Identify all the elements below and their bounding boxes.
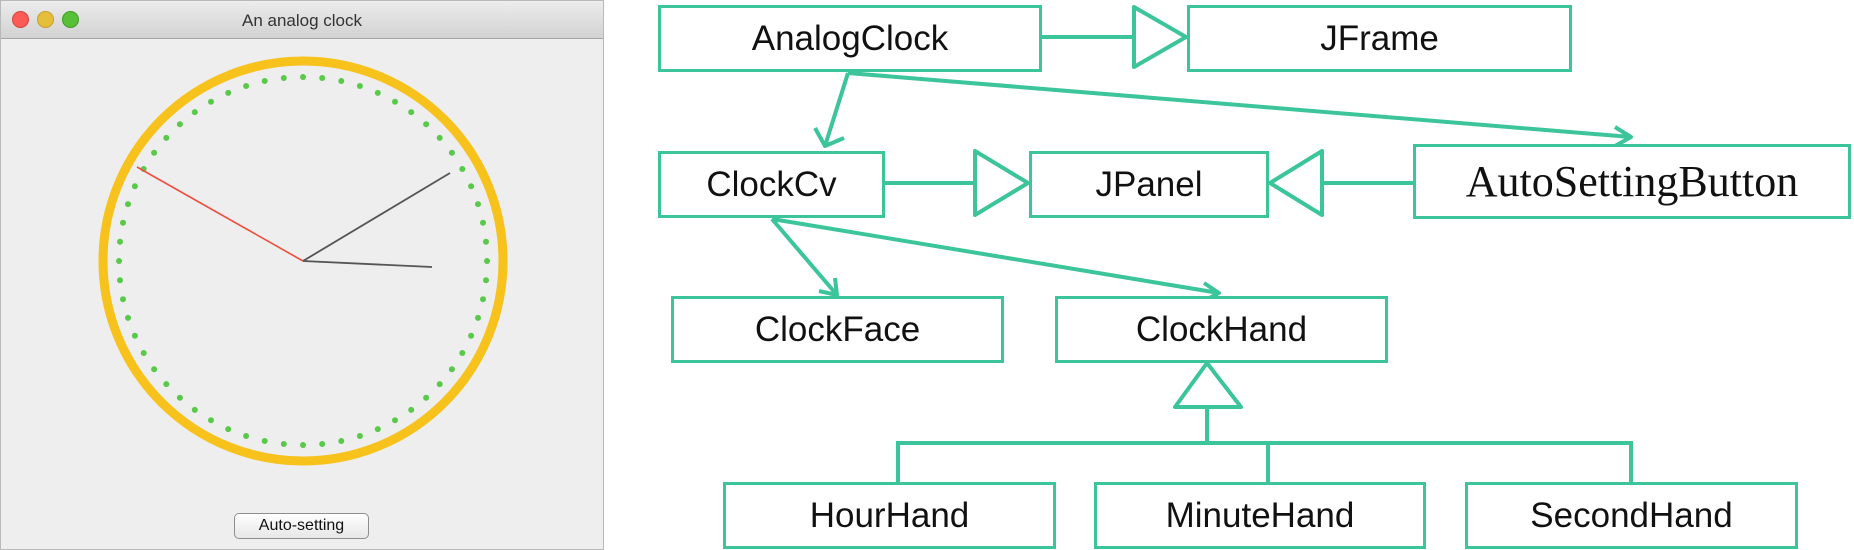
clock-tick-dots: [116, 74, 490, 448]
tick-dot: [448, 366, 455, 373]
zoom-window-button[interactable]: [62, 11, 79, 28]
tick-dot: [448, 149, 455, 156]
tick-dot: [176, 121, 183, 128]
tick-dot: [131, 183, 138, 190]
tick-dot: [475, 314, 481, 321]
class-hourhand: HourHand: [723, 482, 1056, 549]
tick-dot: [280, 441, 287, 447]
tick-dot: [392, 417, 398, 424]
tick-dot: [117, 238, 123, 245]
tick-dot: [356, 83, 363, 89]
clockcv-clockface-edge: [770, 217, 839, 297]
tick-dot: [392, 98, 398, 105]
tick-dot: [459, 166, 466, 172]
tick-dot: [151, 366, 158, 373]
second-hand: [136, 166, 304, 262]
tick-dot: [243, 433, 250, 439]
clockhand-inheritance-triangle: [1173, 361, 1243, 409]
tick-dot: [423, 394, 430, 401]
close-window-button[interactable]: [12, 11, 29, 28]
tick-dot: [483, 277, 489, 284]
hour-hand: [302, 260, 433, 268]
tick-dot: [120, 296, 126, 303]
auto-setting-button[interactable]: Auto-setting: [234, 513, 369, 539]
window-title: An analog clock: [241, 11, 363, 30]
class-autosettingbutton: AutoSettingButton: [1413, 144, 1851, 219]
tick-dot: [225, 89, 232, 96]
tick-dot: [338, 78, 345, 84]
analogclock-autosettingbutton-edge: [847, 71, 1632, 139]
tick-dot: [163, 134, 170, 141]
tick-dot: [208, 417, 214, 424]
tick-dot: [300, 442, 306, 448]
tick-dot: [117, 277, 123, 284]
tick-dot: [125, 201, 131, 208]
class-jpanel: JPanel: [1029, 151, 1269, 218]
window-titlebar: An analog clock: [1, 1, 603, 39]
tick-dot: [436, 381, 443, 388]
tick-dot: [319, 75, 326, 81]
tick-dot: [468, 183, 475, 190]
class-clockface: ClockFace: [671, 296, 1004, 363]
tick-dot: [140, 350, 147, 356]
tick-dot: [319, 441, 326, 447]
tick-dot: [208, 98, 214, 105]
autosettingbutton-arrowhead: [1613, 125, 1633, 148]
clockface-arrowhead: [818, 277, 839, 297]
tick-dot: [475, 201, 481, 208]
tick-dot: [484, 258, 490, 264]
jpanel-inheritance-triangle-left: [973, 149, 1030, 217]
jpanel-inheritance-triangle-right: [1268, 149, 1324, 217]
clock-canvas: [98, 56, 508, 466]
clock-ring: [98, 56, 508, 466]
tick-dot: [356, 433, 363, 439]
tick-dot: [468, 332, 475, 339]
tick-dot: [436, 134, 443, 141]
tick-dot: [120, 219, 126, 226]
tick-dot: [261, 78, 268, 84]
tick-dot: [131, 332, 138, 339]
tick-dot: [374, 426, 381, 433]
tick-dot: [225, 426, 232, 433]
class-minutehand: MinuteHand: [1094, 482, 1426, 549]
tick-dot: [261, 438, 268, 444]
clockcv-arrowhead: [813, 127, 845, 148]
tick-dot: [480, 296, 486, 303]
tick-dot: [408, 406, 415, 413]
analogclock-clockcv-edge: [823, 72, 850, 147]
tick-dot: [423, 121, 430, 128]
clockcv-clockhand-edge: [771, 217, 1220, 295]
tick-dot: [459, 350, 466, 356]
tick-dot: [338, 438, 345, 444]
tick-dot: [480, 219, 486, 226]
tick-dot: [125, 314, 131, 321]
tick-dot: [163, 381, 170, 388]
tick-dot: [483, 238, 489, 245]
class-clockhand: ClockHand: [1055, 296, 1388, 363]
tick-dot: [280, 75, 287, 81]
class-clockcv: ClockCv: [658, 151, 885, 218]
clock-window: An analog clock Auto-setting: [0, 0, 604, 550]
tick-dot: [176, 394, 183, 401]
class-secondhand: SecondHand: [1465, 482, 1798, 549]
class-analogclock: AnalogClock: [658, 5, 1042, 72]
tick-dot: [374, 89, 381, 96]
tick-dot: [191, 406, 198, 413]
tick-dot: [408, 109, 415, 116]
tick-dot: [151, 149, 158, 156]
tick-dot: [191, 109, 198, 116]
jframe-inheritance-triangle: [1132, 5, 1188, 69]
minimize-window-button[interactable]: [37, 11, 54, 28]
class-jframe: JFrame: [1187, 5, 1572, 72]
tick-dot: [243, 83, 250, 89]
tick-dot: [300, 74, 306, 80]
tick-dot: [116, 258, 122, 264]
minute-hand: [302, 172, 451, 262]
